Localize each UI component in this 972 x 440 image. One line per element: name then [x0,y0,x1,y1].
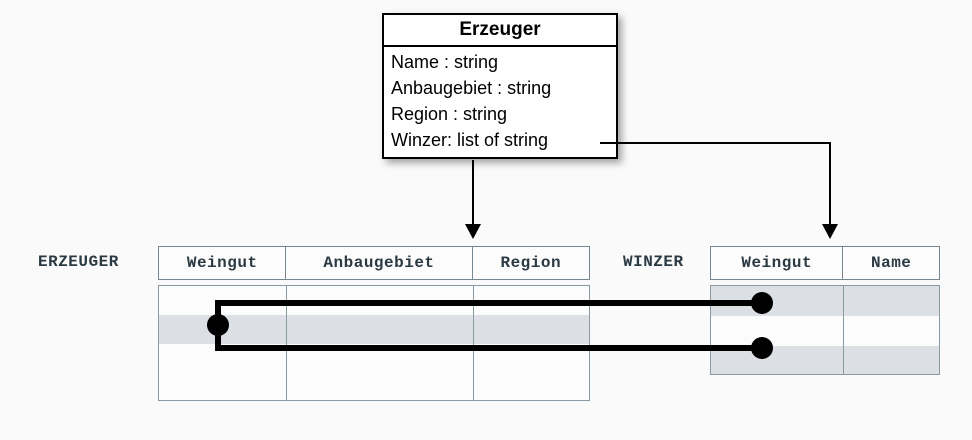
link-dot-winzer-row1 [751,292,773,314]
arrow-head-winzer [822,224,838,239]
uml-class-box: Erzeuger Name : string Anbaugebiet : str… [382,13,618,159]
link-dot-erzeuger [207,314,229,336]
value-link-lower-horizontal [215,345,762,351]
link-dot-winzer-row3 [751,337,773,359]
column-divider [473,286,474,400]
uml-attribute-name: Name : string [391,52,499,72]
column-header-weingut: Weingut [159,247,287,279]
arrow-head-erzeuger [465,224,481,239]
value-link-upper-horizontal [215,300,762,306]
uml-attribute-anbaugebiet: Anbaugebiet : string [391,78,552,98]
column-divider [286,286,287,400]
table-row[interactable] [711,316,939,346]
table-label-erzeuger: ERZEUGER [38,253,119,271]
uml-attribute-region: Region : string [391,104,508,124]
table-label-winzer: WINZER [623,253,684,271]
column-divider [843,286,844,374]
uml-class-title: Erzeuger [384,15,616,47]
column-header-name: Name [871,254,912,272]
table-row[interactable] [159,315,589,344]
table-row[interactable] [159,373,589,400]
arrow-shaft-winzer [829,142,831,226]
uml-attribute-list: Name : string Anbaugebiet : string Regio… [384,47,616,157]
table-header-erzeuger: Weingut Anbaugebiet Region [158,246,590,280]
table-body-winzer [710,285,940,375]
column-header-weingut: Weingut [711,247,844,279]
arrow-shaft-erzeuger [472,160,474,226]
uml-attribute-winzer: Winzer: list of string [391,130,549,150]
column-header-region: Region [500,254,562,272]
table-header-winzer: Weingut Name [710,246,940,280]
column-header-anbaugebiet: Anbaugebiet [286,247,473,279]
arrow-stub-winzer [600,142,831,144]
